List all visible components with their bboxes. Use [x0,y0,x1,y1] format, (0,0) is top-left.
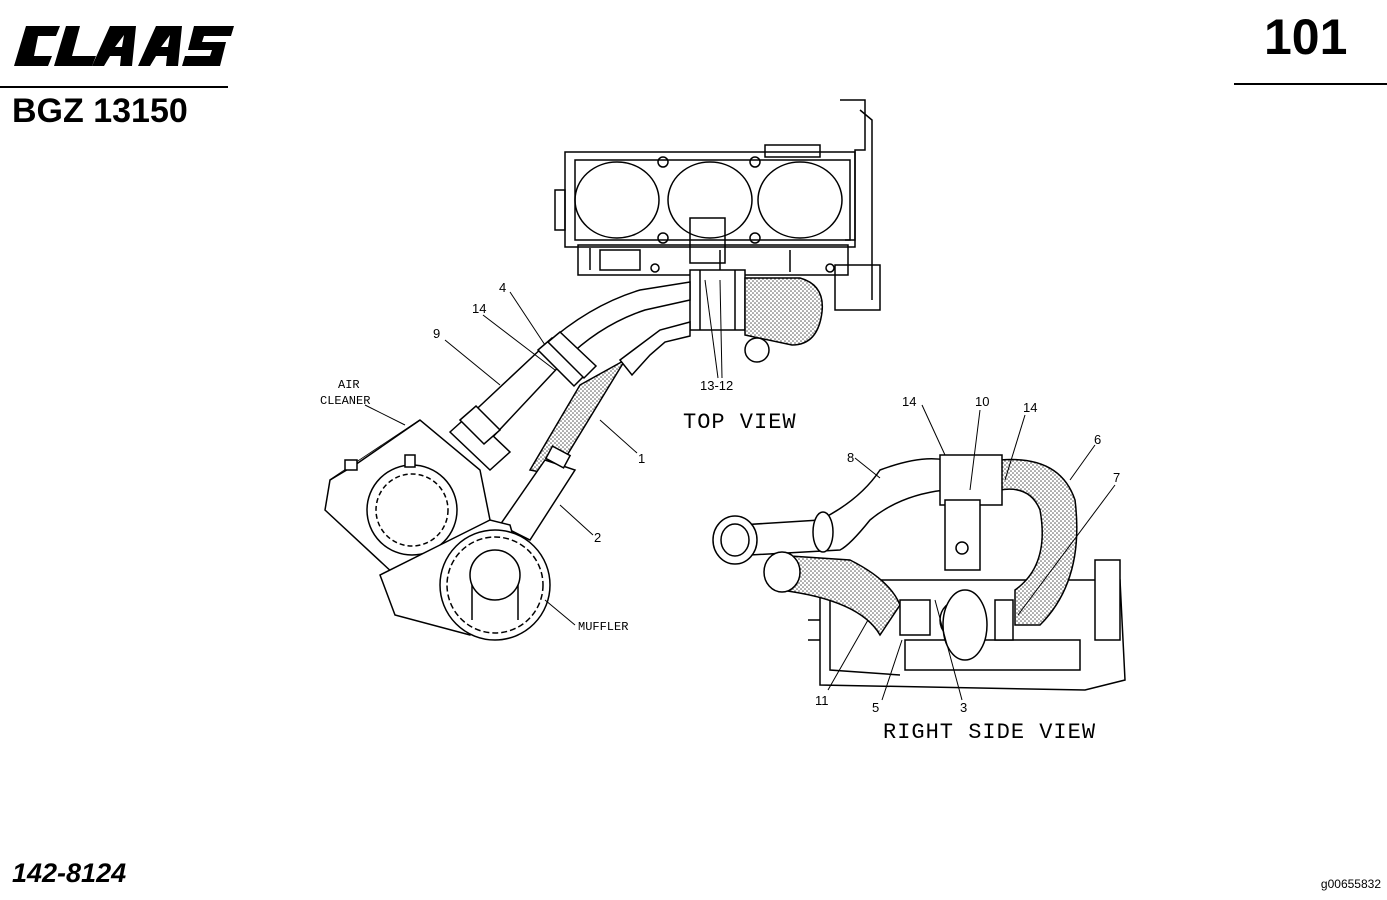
exhaust-elbow-right-view [763,551,931,637]
callout-5: 5 [872,700,879,715]
callout-11: 11 [815,693,829,708]
right-side-view-title: RIGHT SIDE VIEW [883,720,1096,745]
exhaust-pipe [498,321,691,541]
page-number: 101 [1264,9,1348,65]
callout-14-top: 14 [472,301,486,316]
header-rule-left [0,86,228,88]
callout-9: 9 [433,326,440,341]
callout-3: 3 [960,700,967,715]
callout-2: 2 [594,530,601,545]
claas-logo [14,26,234,66]
air-cleaner-label-2: CLEANER [320,394,370,408]
muffler-label: MUFFLER [578,620,628,634]
turbo-top-view [689,269,824,363]
callout-14-right-a: 14 [902,394,916,409]
air-cleaner-label-1: AIR [338,378,360,392]
intake-pipe-right-view [712,458,946,565]
callout-13-12: 13-12 [700,378,733,393]
top-view-title: TOP VIEW [683,410,797,435]
header-rule-right [1234,83,1387,85]
image-id: g00655832 [1320,877,1381,891]
callout-leaders [364,279,1116,701]
part-number: 142-8124 [12,858,127,888]
callout-1: 1 [638,451,645,466]
document-code: BGZ 13150 [12,92,188,130]
callout-8: 8 [847,450,854,465]
callout-7: 7 [1113,470,1120,485]
air-cleaner-body [324,419,491,576]
callout-4: 4 [499,280,506,295]
air-inlet-pipe [448,281,691,472]
muffler-body [379,519,551,641]
callout-10: 10 [975,394,989,409]
callout-14-right-b: 14 [1023,400,1037,415]
callout-6: 6 [1094,432,1101,447]
engine-block-top-view [554,99,881,311]
